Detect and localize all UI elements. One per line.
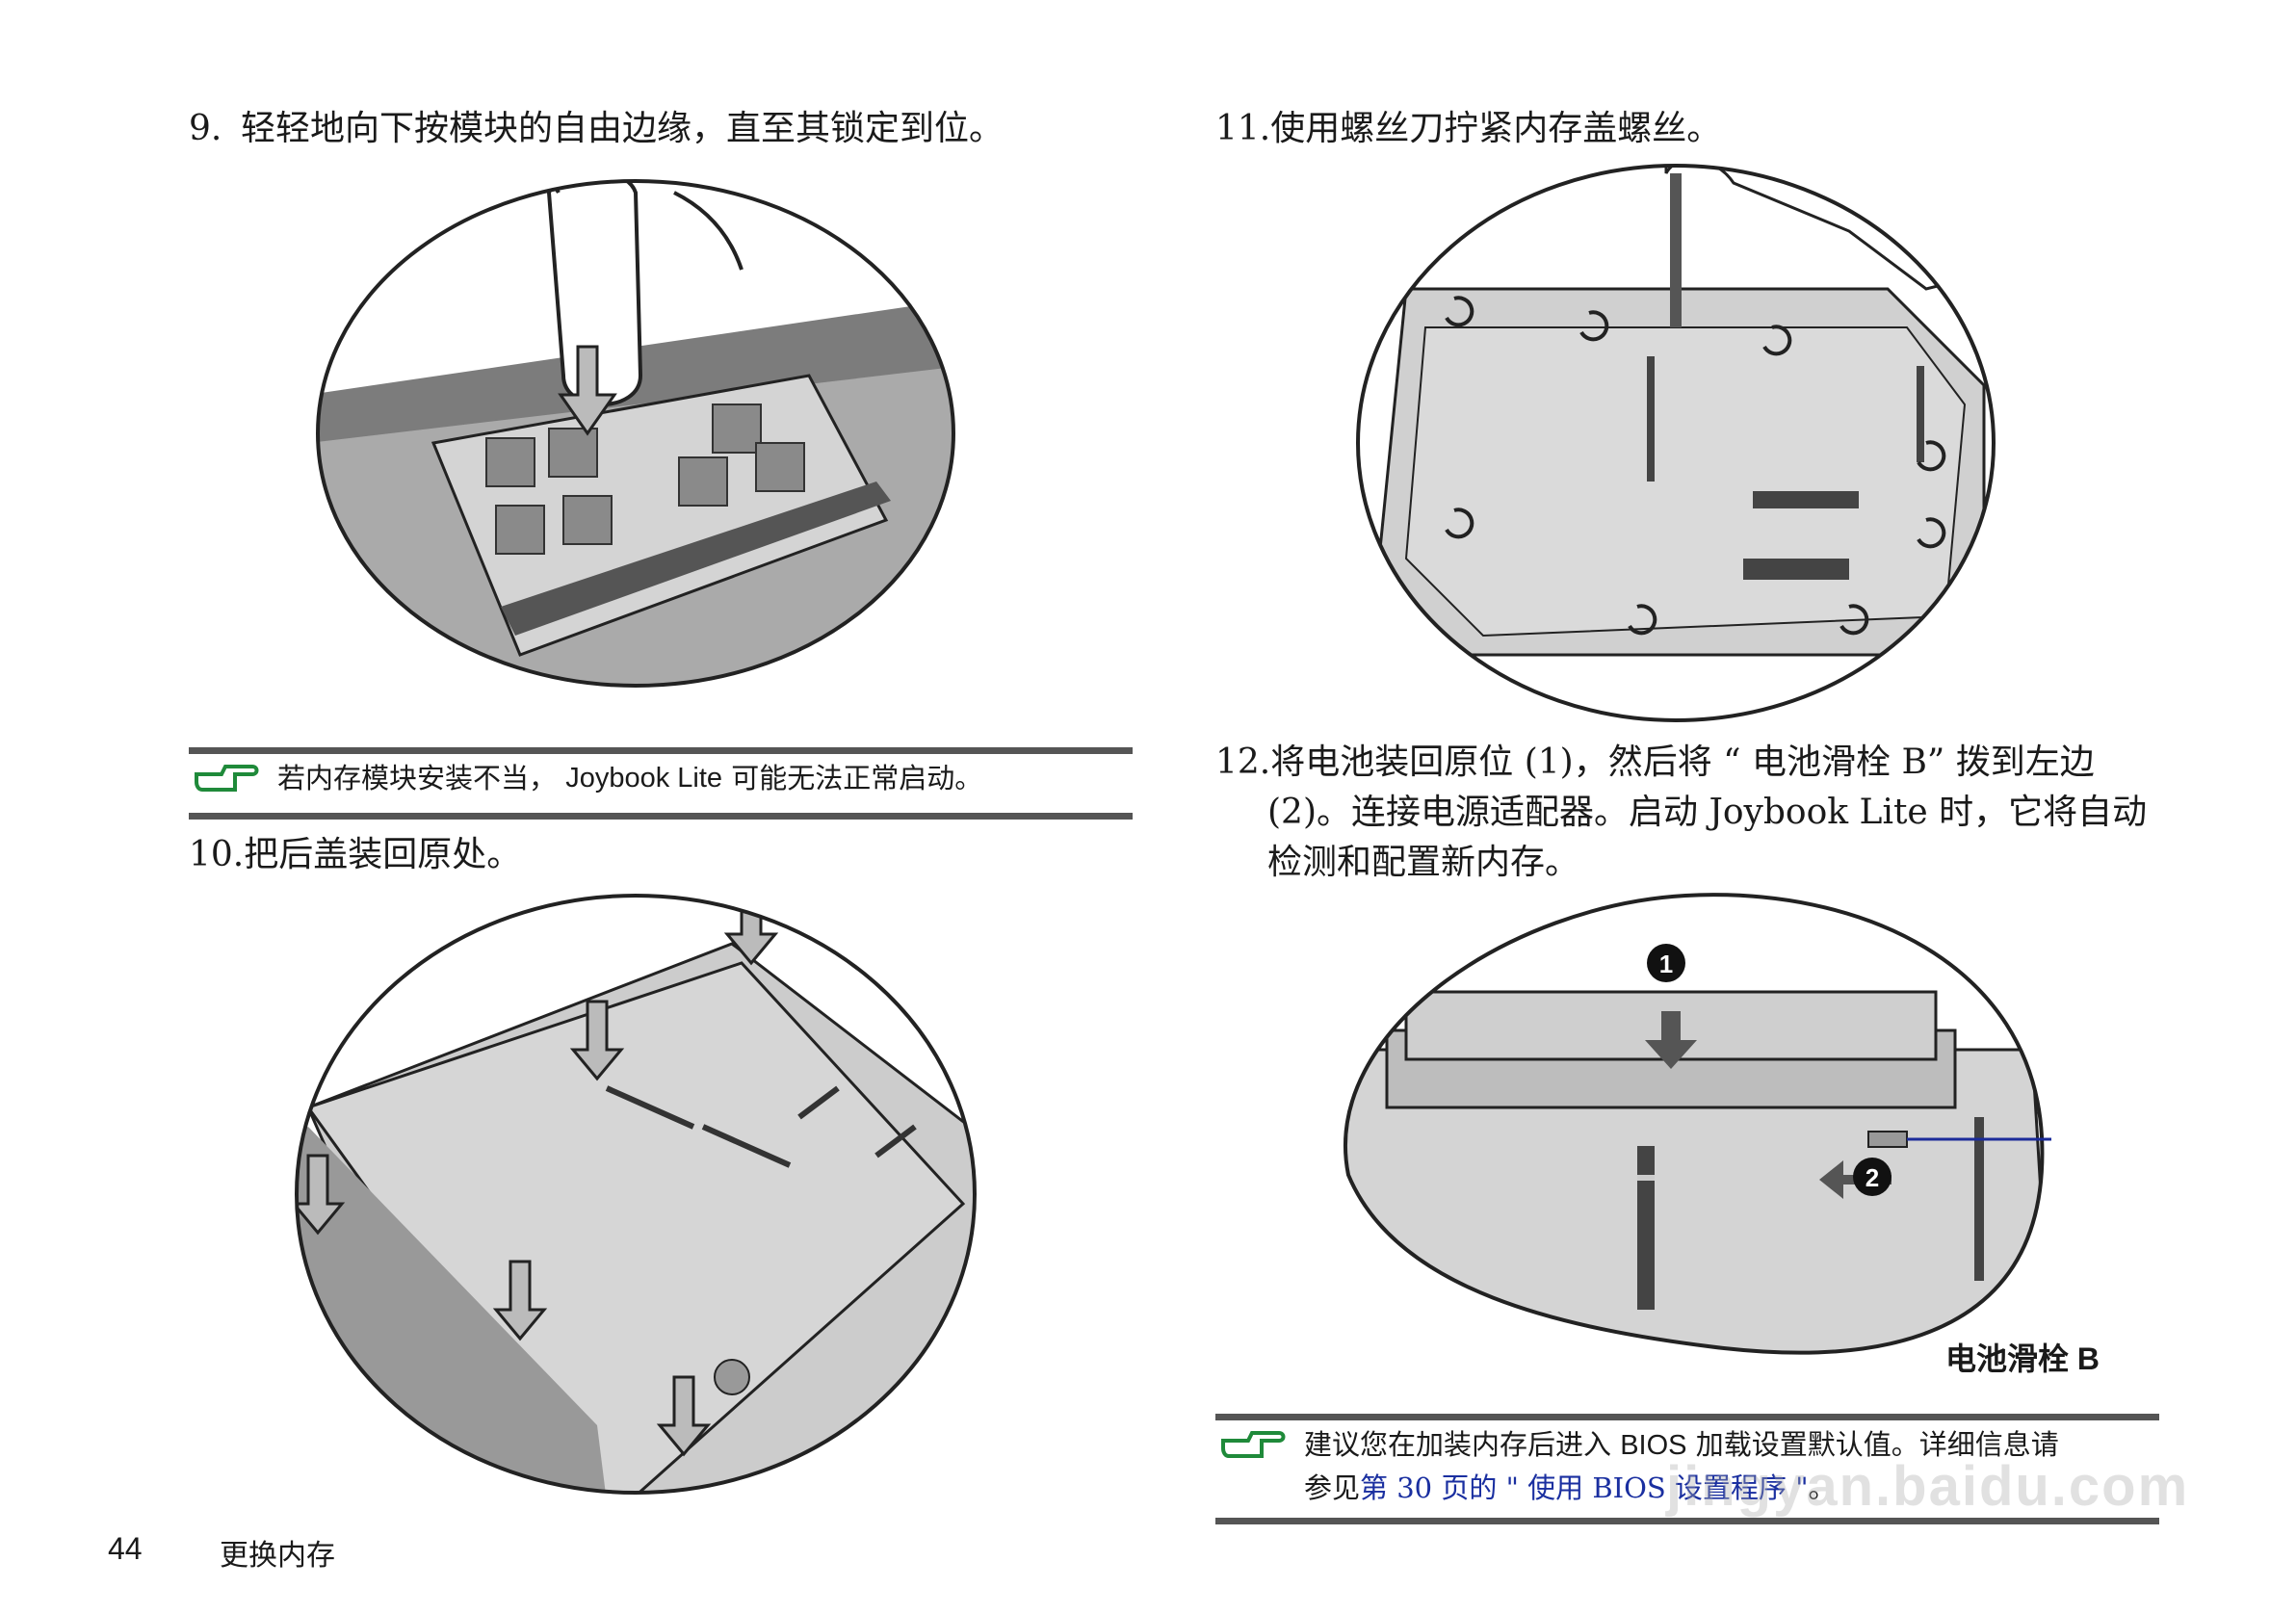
step-number: 12.: [1215, 742, 1271, 782]
step-text: 使用螺丝刀拧紧内存盖螺丝。: [1270, 109, 1722, 148]
note-bios: BIOS: [1620, 1430, 1687, 1461]
step-marker-1-icon: [1647, 944, 1685, 982]
note-text-pre: 若内存模块安装不当，: [277, 762, 558, 794]
note-text: 。: [1808, 1471, 1837, 1504]
note-memory-warning: 若内存模块安装不当， Joybook Lite 可能无法正常启动。: [193, 757, 982, 799]
step-11: 11.使用螺丝刀拧紧内存盖螺丝。: [1215, 104, 1721, 154]
note-rule-bottom: [189, 813, 1133, 820]
note-text: 加载设置默认值。详细信息请: [1686, 1428, 2059, 1461]
page-number: 44: [108, 1531, 143, 1566]
note-text: 参见: [1304, 1471, 1361, 1504]
note-text: 建议您在加装内存后进入: [1304, 1428, 1621, 1461]
step-text: 把后盖装回原处。: [244, 835, 522, 874]
marker-1-label: 1: [1659, 950, 1673, 978]
screwdriver-tighten-illustration: [1356, 164, 1996, 722]
step-text-line2: (2)。连接电源适配器。启动 Joybook Lite 时，它将自动: [1267, 793, 2148, 832]
step-marker-2-icon: [1853, 1158, 1892, 1196]
note-rule-top: [189, 747, 1133, 754]
note-text-post: 可能无法正常启动。: [731, 762, 983, 794]
step-12: 12.将电池装回原位 (1)，然后将 “ 电池滑栓 B” 拨到左边 (2)。连接…: [1215, 738, 2147, 888]
note-rule-bottom: [1215, 1518, 2159, 1524]
pointing-hand-icon: [195, 765, 259, 792]
section-title: 更换内存: [220, 1539, 335, 1573]
battery-install-illustration: 1 2: [1344, 893, 2051, 1355]
note-rule-top: [1215, 1414, 2159, 1420]
marker-2-label: 2: [1866, 1163, 1879, 1192]
step-10: 10.把后盖装回原处。: [189, 830, 521, 880]
memory-module-press-illustration: [316, 179, 955, 688]
note-brand: Joybook Lite: [565, 763, 723, 794]
back-cover-replace-illustration: [295, 894, 977, 1495]
step-text-line3: 检测和配置新内存。: [1267, 843, 1580, 882]
step-9: 9. 轻轻地向下按模块的自由边缘，直至其锁定到位。: [189, 104, 1004, 154]
watermark-url: jingyan.baidu.com: [1666, 1455, 2190, 1518]
bios-setup-link[interactable]: 第 30 页的 " 使用 BIOS 设置程序 ": [1360, 1471, 1809, 1504]
pointing-hand-icon: [1221, 1431, 1286, 1458]
step-number: 11.: [1215, 109, 1271, 148]
battery-latch-label: 电池滑栓 B: [1945, 1341, 2100, 1376]
note-bios-recommendation: 建议您在加装内存后进入 BIOS 加载设置默认值。详细信息请 参见第 30 页的…: [1219, 1423, 2059, 1509]
step-text-line1: 将电池装回原位 (1)，然后将 “ 电池滑栓 B” 拨到左边: [1270, 742, 2095, 782]
step-text: 轻轻地向下按模块的自由边缘，直至其锁定到位。: [241, 109, 1004, 148]
step-number: 9.: [189, 109, 222, 148]
step-number: 10.: [189, 835, 245, 874]
